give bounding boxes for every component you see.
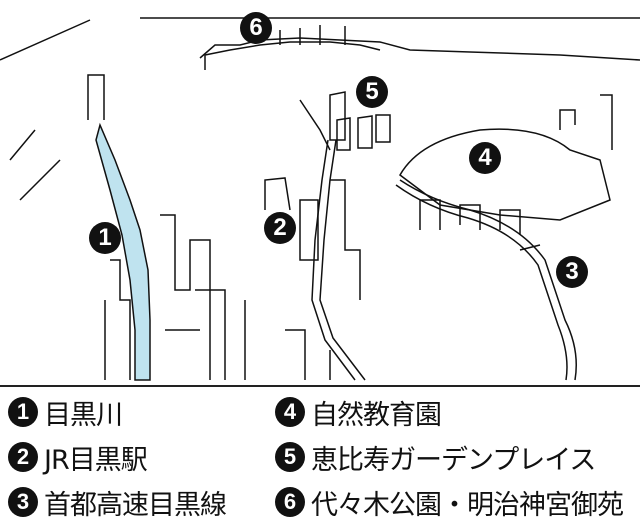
marker-3: 3 (556, 256, 588, 288)
marker-6: 6 (240, 12, 272, 44)
number-badge: 4 (275, 397, 305, 427)
legend-label: 恵比寿ガーデンプレイス (311, 444, 596, 476)
legend-label: 代々木公園・明治神宮御苑 (311, 489, 624, 521)
left-buildings (9, 74, 226, 380)
number-badge: 5 (275, 442, 305, 472)
marker-4: 4 (469, 142, 501, 174)
number-badge: 3 (8, 487, 38, 517)
expressway (395, 179, 577, 381)
aerial-illustration (0, 17, 640, 381)
number-badge: 2 (8, 442, 38, 472)
horizon (0, 17, 640, 70)
number-badge: 1 (8, 397, 38, 427)
rail-line (311, 139, 366, 381)
legend-label: 首都高速目黒線 (44, 489, 227, 521)
center-buildings (244, 91, 391, 380)
legend-item: 1 目黒川 (8, 392, 123, 432)
legend-item: 4 自然教育園 (275, 392, 442, 432)
divider (0, 385, 640, 387)
legend-item: 2 JR目黒駅 (8, 437, 148, 477)
marker-2: 2 (264, 212, 296, 244)
legend-label: 自然教育園 (311, 399, 442, 431)
meguro-river (95, 122, 151, 381)
right-buildings (419, 199, 541, 251)
marker-5: 5 (356, 76, 388, 108)
legend-item: 3 首都高速目黒線 (8, 482, 227, 522)
marker-1: 1 (89, 222, 121, 254)
legend-label: JR目黒駅 (44, 444, 148, 476)
number-badge: 6 (275, 487, 305, 517)
legend-item: 5 恵比寿ガーデンプレイス (275, 437, 596, 477)
legend-label: 目黒川 (44, 399, 123, 431)
nature-park (399, 94, 613, 221)
legend-item: 6 代々木公園・明治神宮御苑 (275, 482, 624, 522)
